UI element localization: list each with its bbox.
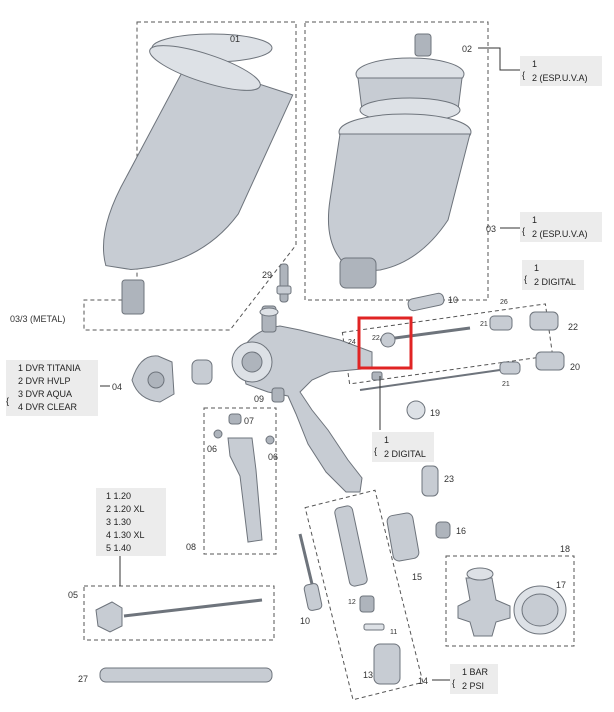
label-17: 17 [556,580,566,590]
options-box-03: 1 2 (ESP.U.V.A) { [520,212,602,242]
label-06-right: 06 [268,452,278,462]
group-box-regulator-18 [445,555,575,647]
label-26: 26 [500,299,508,306]
label-22-center: 22 [372,335,380,342]
svg-text:1: 1 [534,263,539,273]
label-21-bottom: 21 [502,381,510,388]
group-box-trigger-08 [203,407,277,555]
label-12: 12 [348,599,356,606]
label-10-bottom: 10 [300,616,310,626]
label-04: 04 [112,382,122,392]
part-09[interactable] [271,387,285,403]
air-valve-parts[interactable] [334,505,401,685]
options-box-02: 1 2 (ESP.U.V.A) { [520,56,602,86]
label-07: 07 [244,416,254,426]
part-10-bottom[interactable] [298,533,323,611]
svg-text:{: { [6,396,9,406]
label-15: 15 [412,572,422,582]
svg-text:3 DVR AQUA: 3 DVR AQUA [18,389,72,399]
label-23: 23 [444,474,454,484]
svg-text:3 1.30: 3 1.30 [106,517,131,527]
metal-cup-01[interactable] [94,33,294,315]
label-21-top: 21 [480,321,488,328]
label-22-right: 22 [568,322,578,332]
label-08: 08 [186,542,196,552]
svg-text:{: { [452,678,455,688]
label-09: 09 [254,394,264,404]
label-02: 02 [462,44,472,54]
part-16[interactable] [435,521,451,539]
trigger-08[interactable] [213,413,275,543]
highlight-box [357,316,413,370]
part-10-top[interactable] [407,292,445,312]
svg-text:2 PSI: 2 PSI [462,681,484,691]
spray-gun-body[interactable] [231,305,373,493]
label-14: 14 [418,676,428,686]
label-10-top: 10 [448,295,458,305]
regulator-18[interactable] [457,567,567,637]
air-cap-04[interactable] [131,355,175,403]
label-03: 03 [486,224,496,234]
svg-text:1: 1 [532,59,537,69]
svg-text:2 DIGITAL: 2 DIGITAL [384,449,426,459]
svg-text:1: 1 [532,215,537,225]
retaining-ring[interactable] [191,359,213,385]
svg-text:{: { [522,226,525,236]
label-13: 13 [363,670,373,680]
label-06-left: 06 [207,444,217,454]
svg-text:2 DVR HVLP: 2 DVR HVLP [18,376,71,386]
svg-text:{: { [524,274,527,284]
options-box-center-digital: 1 2 DIGITAL { [372,432,434,462]
group-box-air-valve [304,489,424,701]
svg-text:1: 1 [384,435,389,445]
svg-text:2 DIGITAL: 2 DIGITAL [534,277,576,287]
part-19[interactable] [406,400,426,420]
svg-text:2 1.20 XL: 2 1.20 XL [106,504,145,514]
part-29[interactable] [276,263,292,303]
svg-text:2 (ESP.U.V.A): 2 (ESP.U.V.A) [532,229,588,239]
svg-text:5 1.40: 5 1.40 [106,543,131,553]
options-box-14: 1 BAR 2 PSI { [450,664,498,694]
svg-text:4 DVR CLEAR: 4 DVR CLEAR [18,402,78,412]
group-box-nozzle-05 [83,585,275,641]
options-box-04: 1 DVR TITANIA 2 DVR HVLP 3 DVR AQUA 4 DV… [6,360,98,416]
svg-text:{: { [522,70,525,80]
svg-text:1 BAR: 1 BAR [462,667,489,677]
label-19: 19 [430,408,440,418]
label-03-3-metal: 03/3 (METAL) [10,314,65,324]
label-11: 11 [390,629,397,636]
label-01: 01 [230,34,240,44]
group-box-cup-03 [304,21,489,301]
svg-text:{: { [374,446,377,456]
part-15[interactable] [386,512,420,562]
label-16: 16 [456,526,466,536]
label-24: 24 [348,339,356,346]
svg-text:1 DVR TITANIA: 1 DVR TITANIA [18,363,81,373]
svg-text:2 (ESP.U.V.A): 2 (ESP.U.V.A) [532,73,588,83]
part-23[interactable] [421,465,439,497]
svg-text:4 1.30 XL: 4 1.30 XL [106,530,145,540]
label-29: 29 [262,270,272,280]
label-18: 18 [560,544,570,554]
leader-02 [478,47,520,71]
options-box-05: 1 1.20 2 1.20 XL 3 1.30 4 1.30 XL 5 1.40 [96,488,166,556]
options-box-26: 1 2 DIGITAL { [522,260,584,290]
part-27[interactable] [99,667,273,683]
label-05: 05 [68,590,78,600]
fluid-needle-set[interactable] [359,311,565,391]
nozzle-05[interactable] [95,598,263,633]
label-20: 20 [570,362,580,372]
plastic-cup-03[interactable] [327,33,472,289]
part-22-highlighted[interactable] [380,332,396,348]
svg-text:1 1.20: 1 1.20 [106,491,131,501]
label-27: 27 [78,674,88,684]
